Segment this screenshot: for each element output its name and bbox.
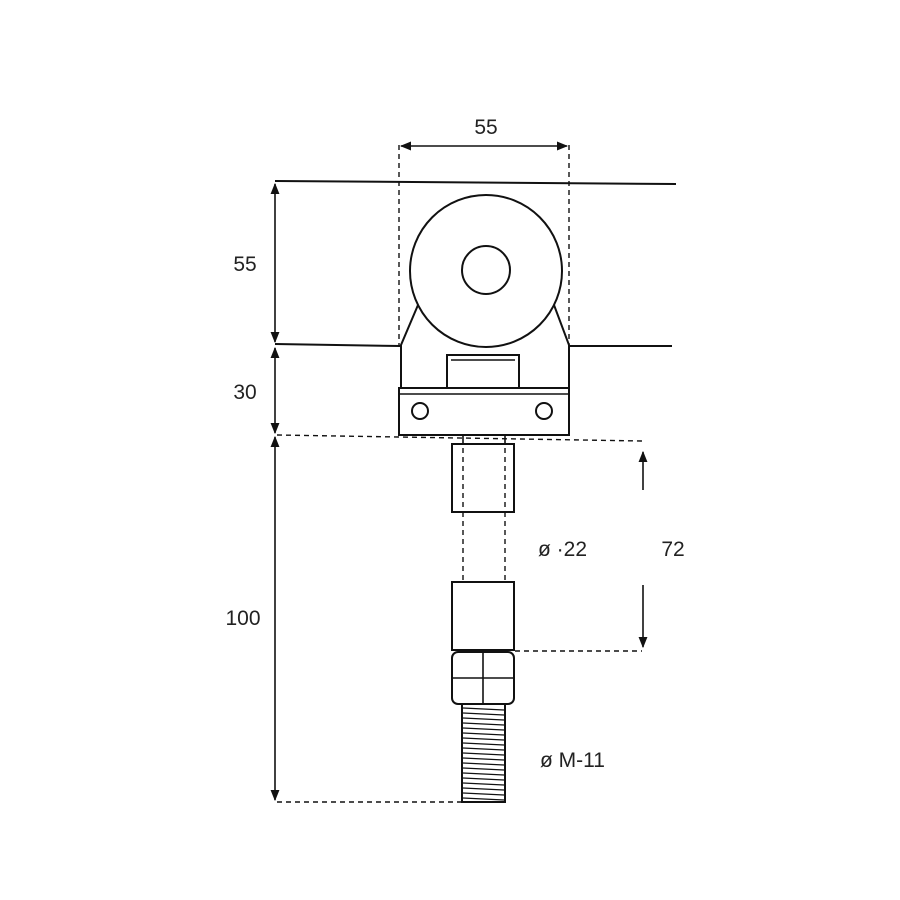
thread-label: ø M-11 bbox=[540, 749, 605, 772]
base-plate bbox=[398, 387, 570, 436]
wheel bbox=[409, 194, 563, 348]
thread-line bbox=[462, 767, 505, 771]
thread-line bbox=[462, 792, 505, 796]
shaft-diameter-label: ø ·22 bbox=[538, 538, 587, 561]
extension-line-base bbox=[276, 434, 643, 442]
mounting-hole-right bbox=[535, 402, 553, 420]
total-lower-label: 100 bbox=[225, 607, 260, 630]
shaft-length-label: 72 bbox=[661, 538, 684, 561]
shaft-length-dimension: 72 bbox=[638, 450, 685, 649]
wheel-housing bbox=[400, 194, 570, 389]
thread-line bbox=[462, 727, 505, 731]
thread-line bbox=[462, 717, 505, 721]
thread-line bbox=[462, 777, 505, 781]
thread-line bbox=[462, 757, 505, 761]
thread-line bbox=[462, 787, 505, 791]
wheel-hub bbox=[461, 245, 511, 295]
upper-rail bbox=[274, 180, 677, 185]
thread-line bbox=[462, 722, 505, 726]
shaft: ø ·22 bbox=[451, 434, 587, 651]
thread-line bbox=[462, 742, 505, 746]
thread-line bbox=[462, 772, 505, 776]
thread-line bbox=[462, 737, 505, 741]
hex-nut bbox=[451, 651, 515, 705]
thread-line bbox=[462, 797, 505, 801]
width-label: 55 bbox=[474, 116, 497, 139]
lower-rail-left bbox=[274, 343, 401, 347]
upper-height-label: 55 bbox=[233, 253, 256, 276]
width-dimension: 55 bbox=[398, 116, 570, 345]
thread-line bbox=[462, 747, 505, 751]
mounting-hole-left bbox=[411, 402, 429, 420]
left-dimensions: 55 30 100 bbox=[225, 182, 280, 802]
thread-line bbox=[462, 732, 505, 736]
thread-line bbox=[462, 752, 505, 756]
thread-line bbox=[462, 762, 505, 766]
thread-line bbox=[462, 712, 505, 716]
thread-line bbox=[462, 707, 505, 711]
thread-line bbox=[462, 782, 505, 786]
mid-height-label: 30 bbox=[233, 381, 256, 404]
threaded-stud: ø M-11 bbox=[461, 703, 605, 803]
